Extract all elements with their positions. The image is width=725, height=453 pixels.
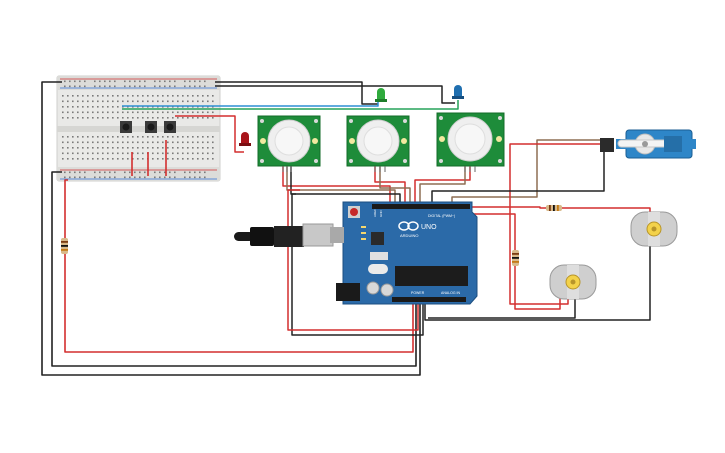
breadboard[interactable]: [56, 75, 221, 182]
blue-led[interactable]: [452, 85, 464, 99]
arduino-uno[interactable]: UNO ARDUINO DIGITAL (PWM~) POWER ANALOG …: [302, 201, 478, 305]
aref-label: AREF: [373, 209, 377, 217]
arduino-logo-icon: [398, 221, 419, 231]
pushbutton-2[interactable]: [145, 121, 157, 133]
breadboard-jumpers: [131, 140, 167, 176]
servo-motor[interactable]: [600, 129, 696, 159]
power-header-label: POWER: [411, 291, 425, 295]
breadboard-holes: [62, 80, 214, 179]
dc-motor-1[interactable]: [630, 211, 678, 247]
pir-sensor-2[interactable]: [346, 115, 410, 172]
board-brand-label: ARDUINO: [400, 233, 418, 238]
analog-header-label: ANALOG IN: [441, 291, 461, 295]
usb-cable: [234, 226, 304, 247]
gnd-label: GND: [379, 210, 383, 218]
resistor-1[interactable]: [61, 238, 68, 254]
pir-sensor-1[interactable]: [257, 115, 321, 172]
resistor-2[interactable]: [546, 205, 562, 211]
board-model-label: UNO: [421, 224, 437, 231]
green-led[interactable]: [375, 88, 387, 102]
resistor-3[interactable]: [512, 250, 519, 266]
red-led[interactable]: [239, 132, 251, 146]
digital-header-label: DIGITAL (PWM~): [428, 214, 455, 218]
pushbutton-3[interactable]: [164, 121, 176, 133]
pir-sensor-3[interactable]: [436, 112, 505, 172]
pushbutton-1[interactable]: [120, 121, 132, 133]
dc-motor-2[interactable]: [549, 264, 597, 300]
